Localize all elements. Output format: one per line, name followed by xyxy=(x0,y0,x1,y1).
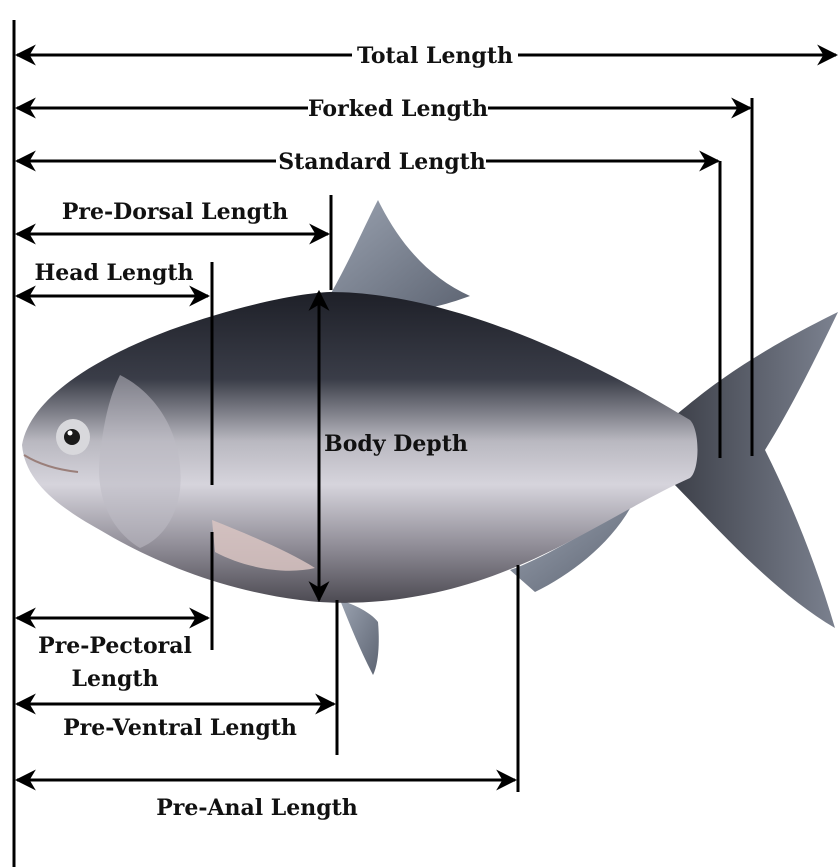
body-depth-label: Body Depth xyxy=(324,431,468,457)
standard-length-label: Standard Length xyxy=(278,149,486,175)
pre-anal-length-label: Pre-Anal Length xyxy=(156,795,358,821)
pre-dorsal-length-label: Pre-Dorsal Length xyxy=(62,199,288,225)
forked-length-label: Forked Length xyxy=(308,96,488,122)
pre-pectoral-label-line1: Pre-Pectoral xyxy=(38,633,192,659)
fish-pupil xyxy=(64,429,80,445)
pre-pectoral-label-line2: Length xyxy=(71,666,158,692)
pre-ventral-length-label: Pre-Ventral Length xyxy=(63,715,297,741)
ventral-fin xyxy=(340,600,379,675)
tail-fin xyxy=(670,312,838,628)
head-length-label: Head Length xyxy=(34,260,193,286)
total-length-label: Total Length xyxy=(357,43,513,69)
eye-highlight xyxy=(68,431,73,436)
